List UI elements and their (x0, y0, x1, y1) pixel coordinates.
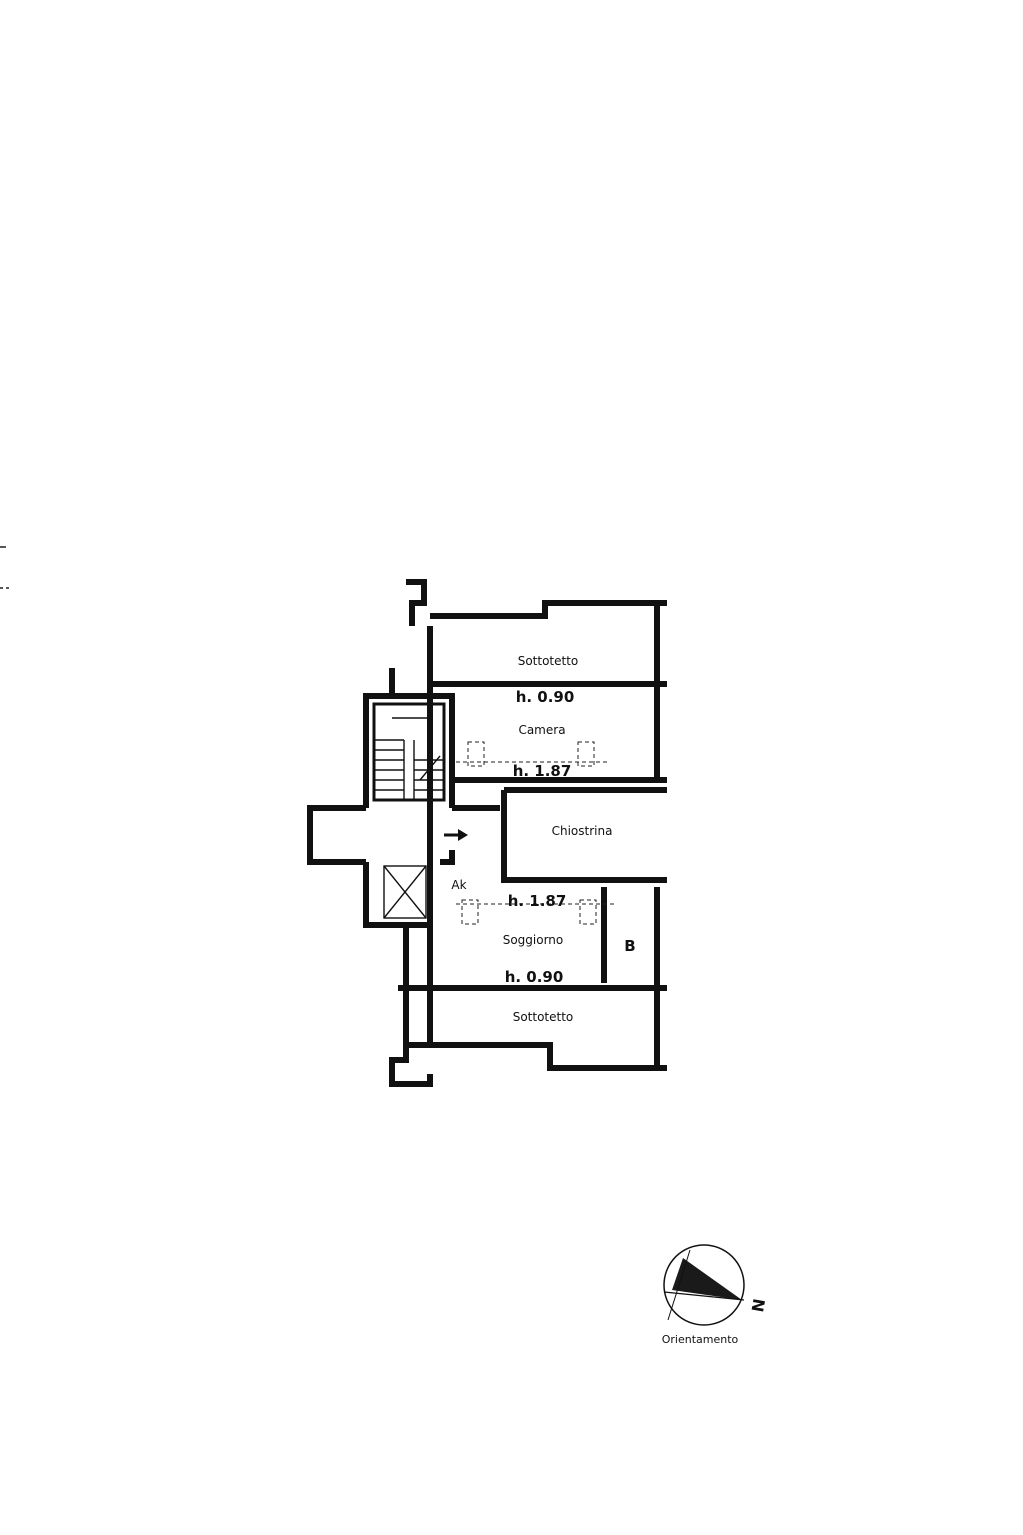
edge-marks (0, 546, 9, 589)
height-label-camera-bottom: h. 1.87 (513, 762, 572, 780)
room-label-sottotetto-bottom: Sottotetto (513, 1010, 574, 1024)
compass-icon (663, 1244, 745, 1326)
room-label-ak: Ak (451, 878, 466, 892)
height-label-camera-top: h. 0.90 (516, 688, 575, 706)
room-label-soggiorno: Soggiorno (503, 933, 564, 947)
stair-treads (374, 717, 444, 800)
room-label-camera: Camera (518, 723, 565, 737)
height-label-soggiorno-top: h. 1.87 (508, 892, 567, 910)
lift-shaft (383, 865, 427, 919)
height-label-soggiorno-bottom: h. 0.90 (505, 968, 564, 986)
room-label-chiostrina: Chiostrina (552, 824, 613, 838)
walls (307, 579, 667, 1087)
room-label-sottotetto-top: Sottotetto (518, 654, 579, 668)
skylights (456, 741, 614, 925)
entrance-arrow-icon (444, 829, 468, 841)
compass-north-label: N (748, 1297, 769, 1313)
compass-label: Orientamento (662, 1333, 739, 1346)
room-label-bagno: B (624, 937, 635, 955)
